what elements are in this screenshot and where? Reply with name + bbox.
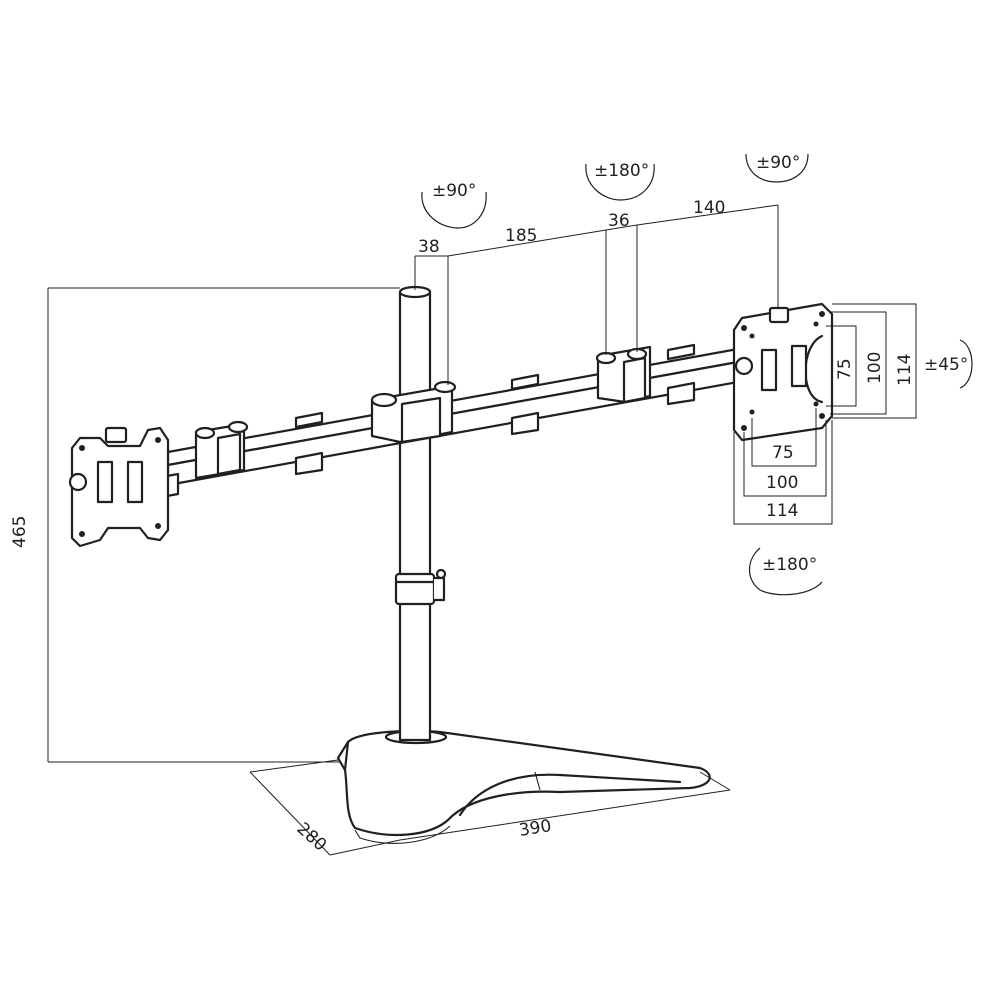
pole: [398, 285, 432, 742]
labels: 465 38 185 36 140 280 390 75 100 114 75 …: [10, 153, 968, 855]
vesa-plate-right: [732, 302, 834, 442]
label-height-465: 465: [10, 516, 30, 548]
label-elbow-swivel: ±180°: [594, 161, 649, 181]
label-pole-swivel: ±90°: [432, 181, 476, 201]
base: [336, 729, 711, 844]
label-vesa-mid-h: 100: [865, 352, 885, 384]
label-head-swivel: ±90°: [756, 153, 800, 173]
label-vesa-small-h: 75: [835, 358, 855, 380]
dimension-lines: [47, 204, 917, 856]
label-rotate: ±180°: [762, 555, 817, 575]
label-vesa-mid-w: 100: [766, 473, 798, 493]
label-pole-offset: 38: [418, 237, 440, 257]
rotation-arrows: [421, 153, 973, 596]
label-vesa-small-w: 75: [772, 443, 794, 463]
arm: [154, 343, 762, 500]
label-arm-outer: 140: [693, 198, 725, 218]
pole-clamp: [394, 568, 447, 606]
label-arm-inner: 185: [505, 226, 537, 246]
label-tilt: ±45°: [924, 355, 968, 375]
label-arm-joint: 36: [608, 211, 630, 231]
label-vesa-large-w: 114: [766, 501, 798, 521]
vesa-plate-left: [68, 426, 170, 548]
label-base-width: 390: [518, 816, 553, 841]
label-vesa-large-h: 114: [895, 354, 915, 386]
